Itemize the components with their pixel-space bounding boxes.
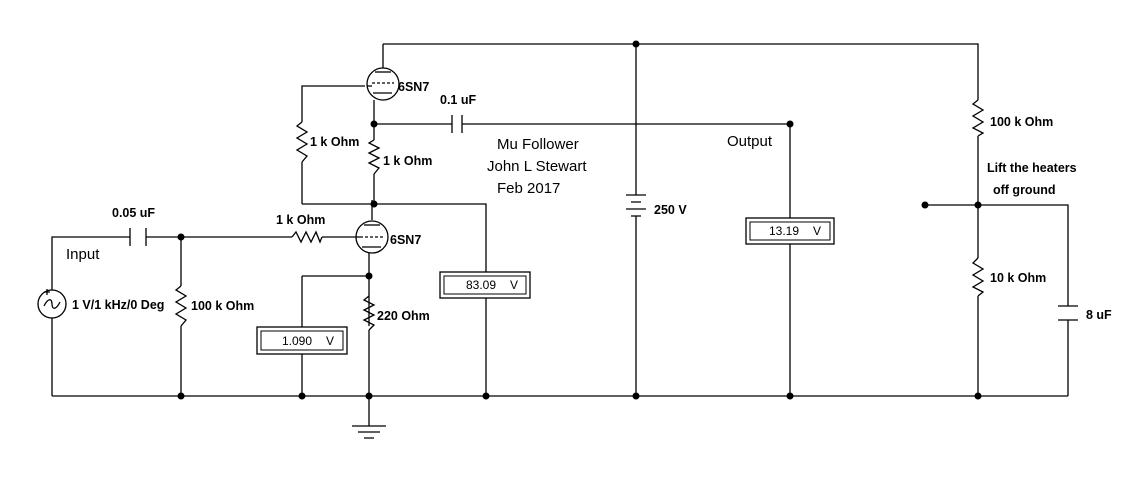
divider-top-resistor-symbol: [971, 99, 985, 137]
heater-capacitor-symbol: [1058, 305, 1078, 321]
output-voltmeter: 13.19 V: [745, 217, 835, 245]
diagram-author: John L Stewart: [487, 158, 587, 175]
cathode-voltmeter-unit: V: [326, 334, 334, 348]
grid-resistor-symbol: [174, 285, 188, 327]
plate-voltmeter-value: 83.09: [466, 278, 496, 292]
cathode-resistor-label: 220 Ohm: [377, 309, 430, 323]
output-capacitor-symbol: [451, 115, 463, 133]
lower-tube-label: 6SN7: [390, 233, 421, 247]
cathode-resistor-symbol: [362, 295, 376, 331]
output-label: Output: [727, 133, 773, 150]
stopper-resistor-label: 1 k Ohm: [276, 213, 325, 227]
output-capacitor-label: 0.1 uF: [440, 93, 476, 107]
divider-top-label: 100 k Ohm: [990, 115, 1053, 129]
upper-triode-symbol: [366, 67, 400, 101]
cathode-voltmeter: 1.090 V: [256, 326, 348, 355]
grid-resistor-label: 100 k Ohm: [191, 299, 254, 313]
battery-label: 250 V: [654, 203, 687, 217]
diagram-date: Feb 2017: [497, 180, 560, 197]
output-voltmeter-value: 13.19: [769, 224, 799, 238]
diagram-title: Mu Follower: [497, 136, 579, 153]
upper-tube-label: 6SN7: [398, 80, 429, 94]
input-capacitor-label: 0.05 uF: [112, 206, 155, 220]
source-label: 1 V/1 kHz/0 Deg: [72, 298, 164, 312]
upper-grid-resistor-symbol: [295, 121, 309, 163]
ac-source-symbol: [37, 289, 67, 319]
plate-voltmeter-unit: V: [510, 278, 518, 292]
upper-grid-resistor-label: 1 k Ohm: [310, 135, 359, 149]
divider-bottom-resistor-symbol: [971, 257, 985, 297]
heater-note-line2: off ground: [993, 183, 1055, 197]
input-label: Input: [66, 246, 100, 263]
cathode-voltmeter-value: 1.090: [282, 334, 312, 348]
load-resistor-symbol: [367, 139, 381, 175]
stopper-resistor-symbol: [291, 230, 323, 244]
wires: [51, 43, 1069, 426]
battery-symbol: [626, 194, 646, 222]
load-resistor-label: 1 k Ohm: [383, 154, 432, 168]
input-capacitor-symbol: [129, 228, 147, 246]
output-voltmeter-unit: V: [813, 224, 821, 238]
plate-voltmeter: 83.09 V: [439, 271, 531, 299]
junction-dots: [177, 40, 982, 400]
heater-capacitor-label: 8 uF: [1086, 308, 1112, 322]
divider-bottom-label: 10 k Ohm: [990, 271, 1046, 285]
lower-triode-symbol: [355, 220, 389, 254]
ground-symbol: [352, 425, 386, 439]
heater-note-line1: Lift the heaters: [987, 161, 1077, 175]
